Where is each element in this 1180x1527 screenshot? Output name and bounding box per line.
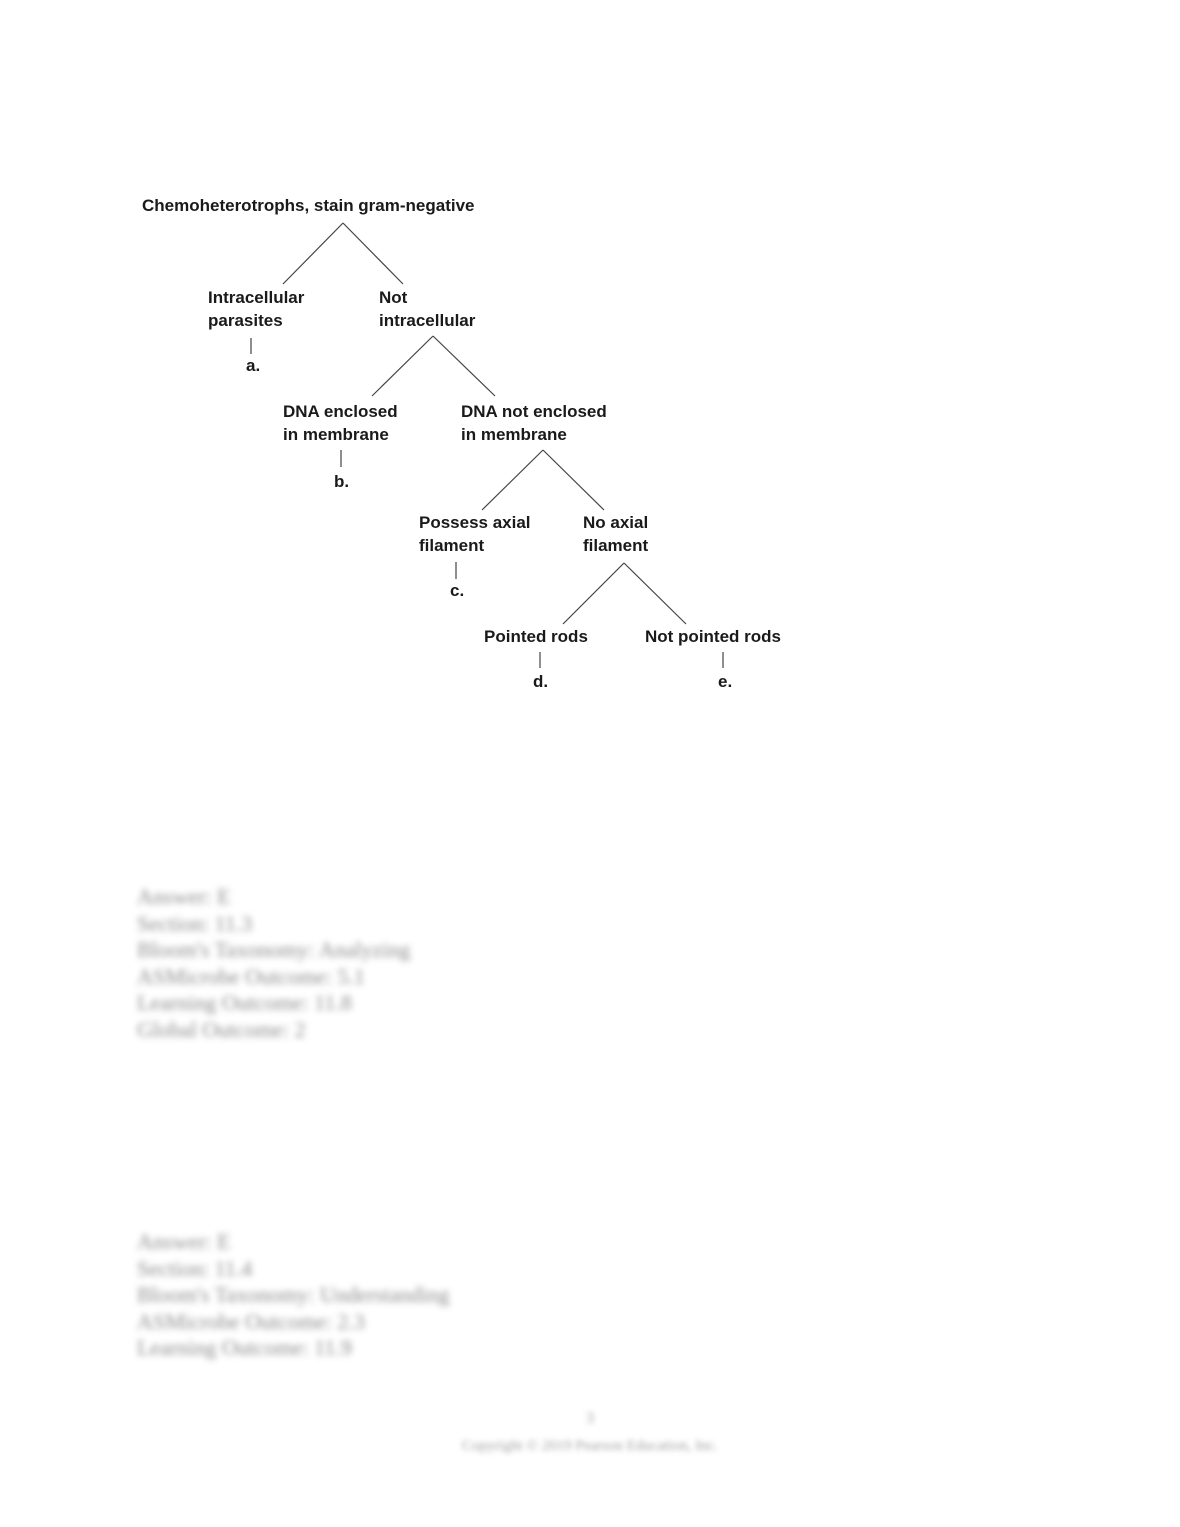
node-line: intracellular bbox=[379, 311, 476, 330]
connector-l2-right bbox=[542, 449, 605, 511]
connector-l3-right bbox=[623, 562, 687, 625]
node-line: Not pointed rods bbox=[645, 627, 781, 646]
node-line: filament bbox=[419, 536, 485, 555]
leaf-label-d: d. bbox=[533, 672, 549, 691]
key-node-not-intracellular: Not intracellular bbox=[379, 286, 475, 332]
asm-outcome-line: ASMicrobe Outcome: 2.3 bbox=[137, 1308, 365, 1334]
node-line: Not bbox=[379, 288, 408, 307]
node-line: in membrane bbox=[461, 425, 567, 444]
section-line: Section: 11.4 bbox=[137, 1255, 253, 1281]
node-line: DNA enclosed bbox=[283, 402, 398, 421]
node-line: in membrane bbox=[283, 425, 389, 444]
key-root-label: Chemoheterotrophs, stain gram-negative bbox=[142, 196, 475, 215]
key-root: Chemoheterotrophs, stain gram-negative bbox=[142, 194, 475, 217]
copyright-notice: Copyright © 2019 Pearson Education, Inc. bbox=[462, 1438, 718, 1454]
key-node-intracellular-parasites: Intracellular parasites bbox=[208, 286, 304, 332]
page-number: 3 bbox=[586, 1410, 594, 1427]
bloom-line: Bloom's Taxonomy: Understanding bbox=[137, 1282, 450, 1307]
leaf-label-c: c. bbox=[450, 581, 465, 600]
learning-outcome-line: Learning Outcome: 11.9 bbox=[137, 1335, 352, 1360]
connector-l1-left bbox=[371, 335, 434, 397]
learning-outcome-line: Learning Outcome: 11.8 bbox=[137, 990, 352, 1015]
connector-root-left bbox=[282, 222, 344, 285]
answer-block-2: Answer: E Section: 11.4 Bloom's Taxonomy… bbox=[137, 1229, 449, 1362]
leaf-label-e: e. bbox=[718, 672, 733, 691]
bloom-line: Bloom's Taxonomy: Analyzing bbox=[137, 937, 411, 962]
answer-line: Answer: E bbox=[137, 1229, 231, 1254]
node-line: Intracellular bbox=[208, 288, 305, 307]
node-line: Pointed rods bbox=[484, 627, 588, 646]
leaf-label-a: a. bbox=[246, 356, 261, 375]
answer-line: Answer: E bbox=[137, 884, 231, 909]
connector-l3-left bbox=[562, 562, 625, 625]
key-node-dna-not-enclosed: DNA not enclosed in membrane bbox=[461, 400, 607, 446]
node-line: DNA not enclosed bbox=[461, 402, 607, 421]
key-node-no-axial-filament: No axial filament bbox=[583, 511, 648, 557]
key-node-possess-axial-filament: Possess axial filament bbox=[419, 511, 531, 557]
key-node-dna-enclosed: DNA enclosed in membrane bbox=[283, 400, 398, 446]
leaf-label-b: b. bbox=[334, 472, 350, 491]
key-node-pointed-rods: Pointed rods bbox=[484, 625, 588, 648]
answer-block-1: Answer: E Section: 11.3 Bloom's Taxonomy… bbox=[137, 884, 410, 1043]
node-line: parasites bbox=[208, 311, 283, 330]
node-line: Possess axial bbox=[419, 513, 531, 532]
asm-outcome-line: ASMicrobe Outcome: 5.1 bbox=[137, 963, 365, 989]
key-node-not-pointed-rods: Not pointed rods bbox=[645, 625, 781, 648]
connector-l2-left bbox=[481, 449, 544, 511]
node-line: filament bbox=[583, 536, 649, 555]
global-outcome-line: Global Outcome: 2 bbox=[137, 1016, 306, 1042]
connector-l1-right bbox=[432, 335, 496, 397]
node-line: No axial bbox=[583, 513, 649, 532]
section-line: Section: 11.3 bbox=[137, 910, 253, 936]
connector-root-right bbox=[342, 222, 404, 285]
